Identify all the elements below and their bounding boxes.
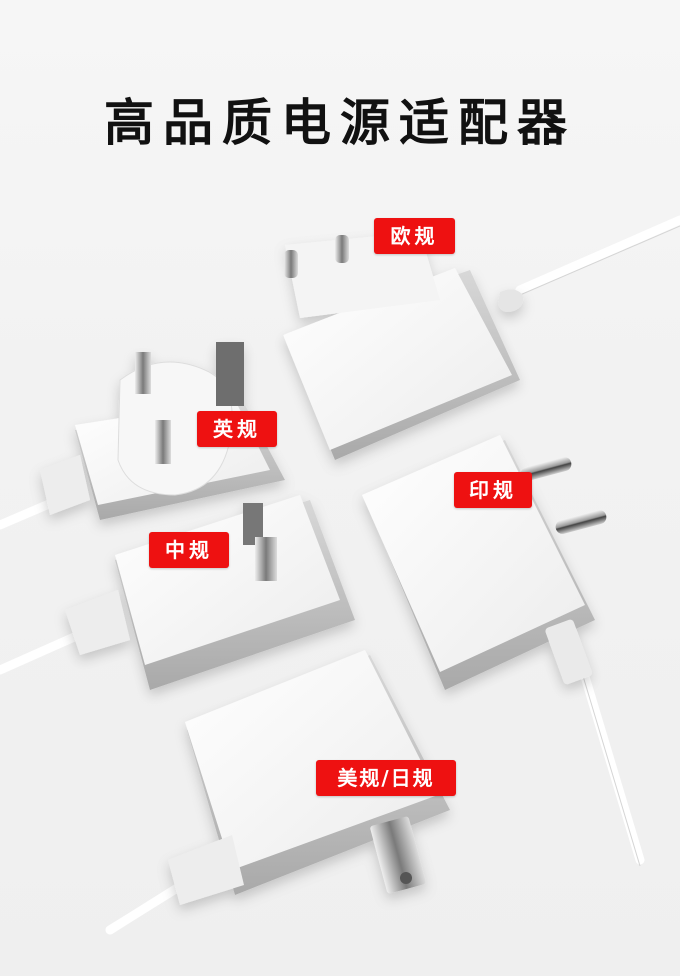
in-pin-lower <box>555 510 607 534</box>
label-eu-plug: 欧规 <box>374 218 455 254</box>
eu-pin-left <box>284 250 298 278</box>
label-in-plug: 印规 <box>454 472 532 508</box>
in-pin-upper <box>520 457 572 481</box>
eu-adapter <box>283 232 524 460</box>
eu-pin-right <box>335 235 349 263</box>
cn-adapter <box>65 495 355 690</box>
label-us-jp-plug: 美规/日规 <box>316 760 456 796</box>
page-title: 高品质电源适配器 <box>104 94 576 152</box>
label-cn-plug: 中规 <box>149 532 229 568</box>
label-uk-plug: 英规 <box>197 411 277 447</box>
